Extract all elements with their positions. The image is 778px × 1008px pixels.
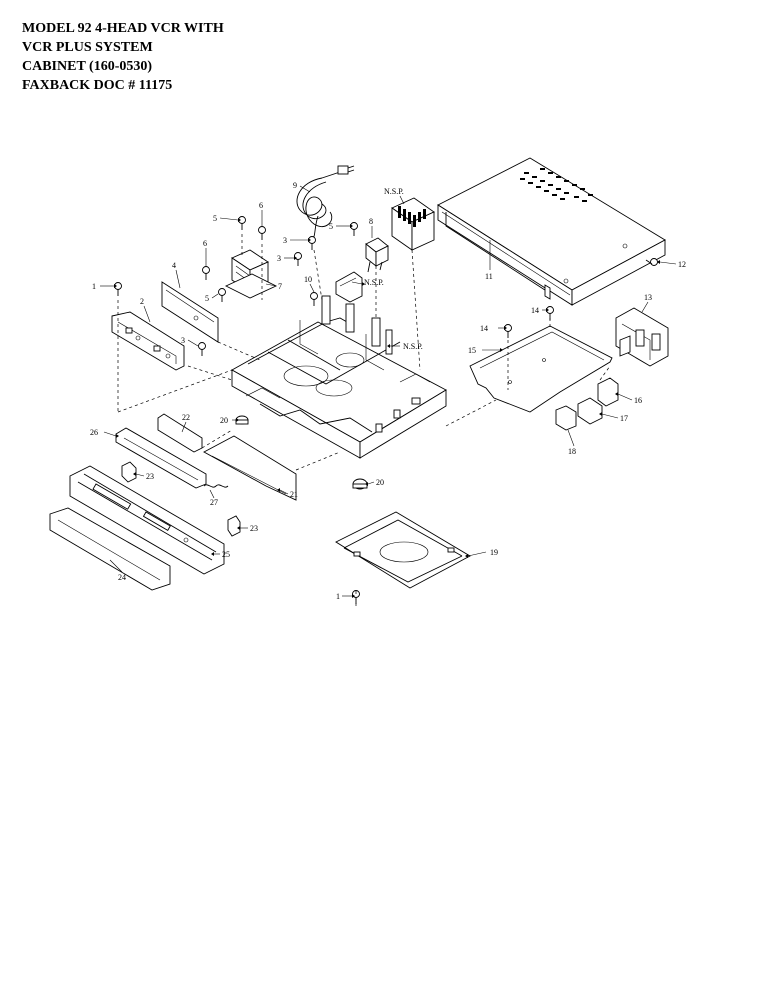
header-line-model: MODEL 92 4-HEAD VCR WITH (22, 21, 224, 36)
spring-27-part (203, 484, 229, 488)
header-line-faxback: FAXBACK DOC # 11175 (22, 78, 173, 93)
callout-23-lower: 23 (250, 524, 258, 533)
callout-19: 19 (490, 548, 498, 557)
main-chassis-part (231, 271, 447, 459)
callout-leaders (100, 185, 677, 597)
small-bracket-17-part (577, 397, 603, 425)
foot-20-left-part (235, 415, 249, 425)
callout-6-a: 6 (259, 201, 263, 210)
callout-21: 21 (290, 490, 298, 499)
power-supply-block-part (391, 197, 435, 251)
callout-20-right: 20 (376, 478, 384, 487)
assembly-guide-lines (117, 234, 611, 606)
front-shield-21-part (203, 435, 297, 501)
callout-arrowheads (114, 218, 660, 598)
callout-17: 17 (620, 414, 628, 423)
callout-nsp-relay: N.S.P. (364, 278, 384, 287)
callout-12: 12 (678, 260, 686, 269)
callout-14-b: 14 (531, 306, 539, 315)
callout-18: 18 (568, 447, 576, 456)
rear-terminal-bracket-part (615, 307, 669, 367)
power-cord-part (296, 165, 355, 241)
bottom-shield-plate-part (469, 325, 613, 413)
callout-26: 26 (90, 428, 98, 437)
small-bracket-18-part (555, 405, 577, 431)
callout-3-c: 3 (181, 336, 185, 345)
callout-6-b: 6 (203, 239, 207, 248)
screw-5-c (350, 222, 358, 236)
bottom-tray-part (335, 511, 471, 589)
callout-15: 15 (468, 346, 476, 355)
transformer-part (224, 249, 278, 299)
callout-9: 9 (293, 181, 297, 190)
callout-1-bottom: 1 (336, 592, 340, 601)
callout-11: 11 (485, 272, 493, 281)
foot-20-right-part (352, 478, 368, 490)
header-line-system: VCR PLUS SYSTEM (22, 40, 153, 55)
callout-14-a: 14 (480, 324, 488, 333)
screw-14-b (546, 306, 554, 320)
callout-25: 25 (222, 550, 230, 559)
callout-3-b: 3 (277, 254, 281, 263)
screw-5-a (238, 216, 246, 230)
callout-23-upper: 23 (146, 472, 154, 481)
screw-14-a (504, 324, 512, 338)
callout-16: 16 (634, 396, 642, 405)
callout-7: 7 (278, 282, 282, 291)
header-line-cabinet: CABINET (160-0530) (22, 59, 153, 74)
top-cover-part (437, 157, 666, 306)
callout-4: 4 (172, 261, 176, 270)
screw-3-a (308, 236, 316, 250)
callout-numbers: 1 2 3 4 5 6 6 5 7 3 3 5 9 8 10 N.S.P. N.… (90, 181, 686, 601)
screw-3-c (198, 342, 206, 356)
screw-5-b (218, 288, 226, 302)
callout-13: 13 (644, 293, 652, 302)
screw-10 (310, 292, 318, 306)
callout-24: 24 (118, 573, 126, 582)
callout-5-a: 5 (213, 214, 217, 223)
callout-3-a: 3 (283, 236, 287, 245)
front-door-part (49, 507, 171, 591)
front-bracket-22-part (157, 413, 203, 453)
screw-1-top (114, 282, 122, 296)
front-bracket-26-part (115, 427, 207, 489)
button-23-lower-part (227, 515, 241, 537)
callout-20-left: 20 (220, 416, 228, 425)
callout-5-c: 5 (329, 222, 333, 231)
screw-6-b (202, 266, 210, 280)
left-jack-panel-part (111, 311, 185, 371)
callout-1-top: 1 (92, 282, 96, 291)
callout-2: 2 (140, 297, 144, 306)
callout-22: 22 (182, 413, 190, 422)
callout-27: 27 (210, 498, 218, 507)
callout-8: 8 (369, 217, 373, 226)
screw-6-a (258, 226, 266, 240)
callout-nsp-top: N.S.P. (384, 187, 404, 196)
small-bracket-16-part (597, 377, 619, 407)
front-panel-part (69, 465, 225, 575)
bracket-part (161, 281, 219, 343)
callout-nsp-chassis: N.S.P. (403, 342, 423, 351)
callout-10: 10 (304, 275, 312, 284)
screw-3-b (294, 252, 302, 266)
document-header: MODEL 92 4-HEAD VCR WITH VCR PLUS SYSTEM… (22, 19, 224, 95)
callout-5-b: 5 (205, 294, 209, 303)
button-23-upper-part (121, 461, 137, 483)
relay-part (365, 237, 389, 273)
